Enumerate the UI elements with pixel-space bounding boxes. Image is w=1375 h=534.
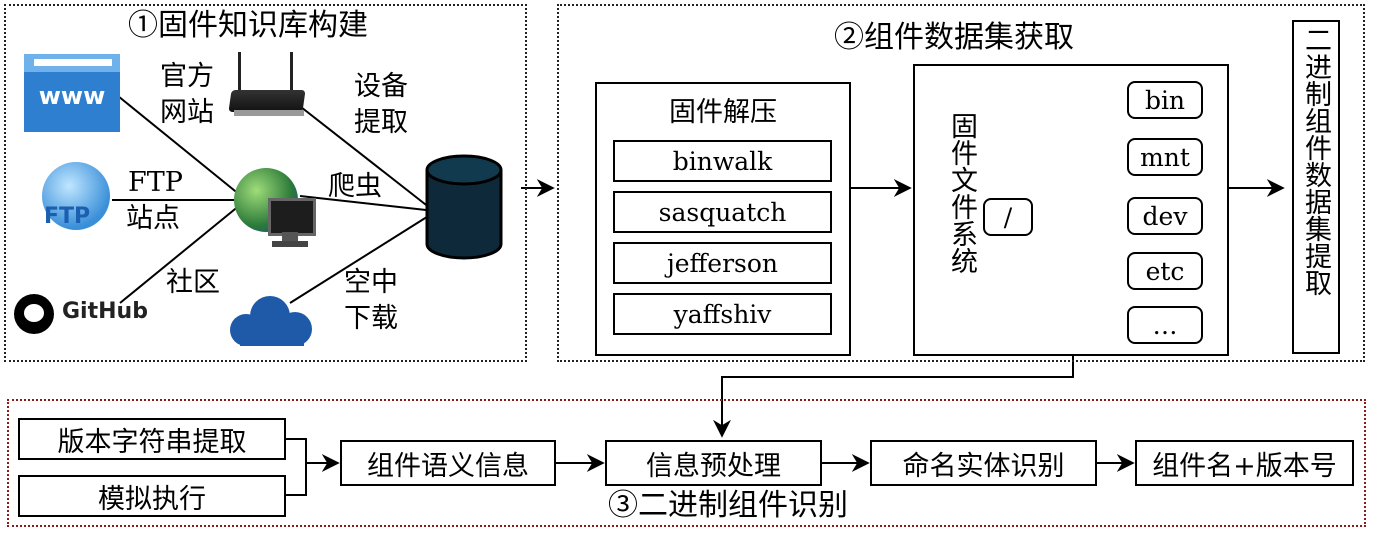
extract-title: 二进制组件数据集提取 [1300, 26, 1331, 296]
cloud-icon [222, 292, 316, 352]
device-extract-label-2: 提取 [354, 107, 408, 138]
semantic-info-box: 组件语义信息 [340, 440, 556, 486]
crawler-label: 爬虫 [328, 171, 382, 202]
ftp-globe-icon: FTP [34, 160, 114, 236]
community-label: 社区 [166, 267, 220, 298]
fs-dir-bin: bin [1127, 81, 1203, 119]
globe-computer-icon [234, 168, 316, 252]
github-icon: GitHub [14, 292, 154, 340]
preprocess-box: 信息预处理 [605, 440, 822, 486]
fs-root-node: / [983, 198, 1033, 236]
binary-recognition-region [7, 399, 1366, 527]
ota-label-2: 下载 [344, 303, 398, 334]
github-text: GitHub [62, 299, 148, 324]
router-icon [228, 52, 308, 122]
ftp-text: FTP [44, 204, 91, 229]
section1-title: ①固件知识库构建 [128, 8, 368, 43]
database-icon [424, 152, 504, 262]
filesystem-title: 固件文件系统 [946, 112, 977, 274]
ftp-site-label-2: 站点 [126, 203, 180, 234]
section2-title: ②组件数据集获取 [834, 20, 1074, 55]
result-box: 组件名+版本号 [1135, 440, 1354, 486]
ftp-site-label-1: FTP [128, 167, 183, 198]
extract-box: 二进制组件数据集提取 [1292, 20, 1340, 354]
fs-dir-dev: dev [1127, 197, 1203, 235]
device-extract-label-1: 设备 [354, 71, 408, 102]
tool-jefferson: jefferson [613, 242, 832, 284]
tool-binwalk: binwalk [613, 140, 832, 182]
fs-dir-more: … [1127, 306, 1203, 344]
dataset-acquisition-region [557, 4, 1365, 362]
section3-title: ③二进制组件识别 [608, 488, 848, 523]
unpack-title: 固件解压 [669, 97, 777, 128]
knowledge-base-region [4, 4, 527, 362]
www-text: www [38, 82, 106, 110]
official-site-label-2: 网站 [160, 97, 214, 128]
ner-box: 命名实体识别 [870, 440, 1097, 486]
emulation-box: 模拟执行 [18, 475, 286, 517]
fs-dir-mnt: mnt [1127, 138, 1203, 176]
tool-sasquatch: sasquatch [613, 191, 832, 233]
official-site-label-1: 官方 [160, 61, 214, 92]
version-string-box: 版本字符串提取 [18, 418, 286, 460]
fs-dir-etc: etc [1127, 252, 1203, 290]
www-browser-icon: www [24, 54, 120, 132]
tool-yaffshiv: yaffshiv [613, 293, 832, 335]
ota-label-1: 空中 [344, 267, 398, 298]
